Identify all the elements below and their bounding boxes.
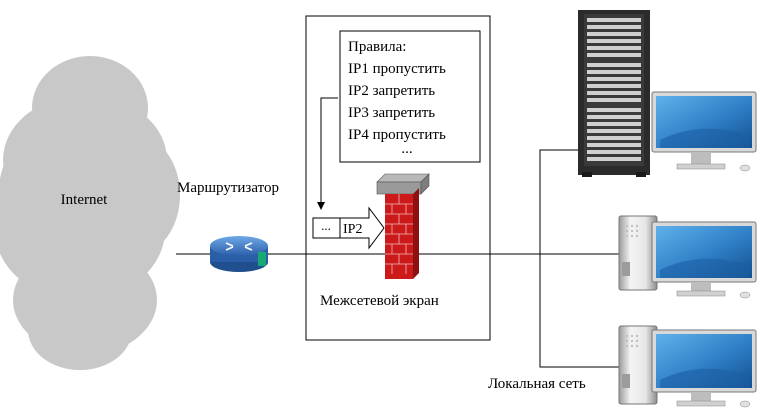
monitor-icon [651, 221, 757, 299]
packet-ellipsis: ... [321, 218, 331, 233]
rules-ellipsis: ... [401, 141, 412, 157]
rules-arrow [317, 97, 338, 210]
rule-item: IP2 запретить [348, 83, 435, 99]
router-arrows-icon [225, 242, 253, 251]
monitor-icon [651, 91, 757, 172]
lan-label: Локальная сеть [488, 376, 586, 392]
rules-box: Правила: IP1 пропустить IP2 запретить IP… [339, 30, 481, 163]
firewall-label: Межсетевой экран [320, 293, 439, 309]
server-rack-icon [578, 10, 650, 177]
workstation-tower-icon [618, 215, 658, 291]
monitor-icon [651, 329, 757, 408]
firewall-frame [305, 15, 491, 341]
rule-item: IP4 пропустить [348, 127, 446, 143]
router [210, 236, 268, 272]
brick-wall-icon [376, 173, 430, 279]
rules-title: Правила: [348, 39, 406, 55]
workstation-tower-icon [618, 325, 658, 405]
packet-arrow: ... IP2 [312, 206, 385, 250]
rule-item: IP1 пропустить [348, 61, 446, 77]
router-label: Маршрутизатор [177, 180, 279, 196]
packet-label: IP2 [343, 222, 362, 237]
internet-cloud: Internet [0, 56, 180, 370]
internet-label: Internet [61, 192, 108, 208]
rule-item: IP3 запретить [348, 105, 435, 121]
